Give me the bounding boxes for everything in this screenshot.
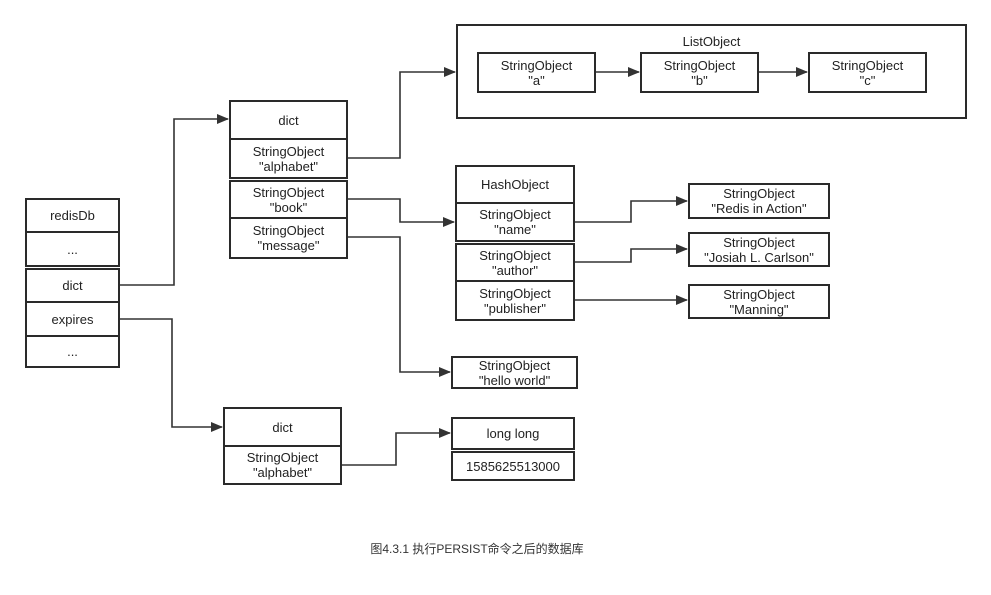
redis-db-title: redisDb bbox=[50, 208, 95, 223]
redis-db-expires-cell: expires bbox=[25, 301, 120, 337]
keyspace-dict-header: dict bbox=[229, 100, 348, 140]
message-value-hello-world: StringObject "hello world" bbox=[451, 356, 578, 389]
hash-object-header: HashObject bbox=[455, 165, 575, 204]
arrow-db-expires-to-expires-dict bbox=[120, 318, 223, 432]
expire-value-timestamp-cell: 1585625513000 bbox=[451, 451, 575, 481]
expires-key-alphabet: StringObject "alphabet" bbox=[223, 445, 342, 485]
hash-field-publisher-value: "publisher" bbox=[484, 300, 546, 316]
hash-value-redis-in-action-value: "Redis in Action" bbox=[711, 201, 807, 216]
key-message-value: "message" bbox=[257, 238, 320, 253]
expires-dict-title: dict bbox=[272, 419, 293, 435]
figure-caption: 图4.3.1 执行PERSIST命令之后的数据库 bbox=[370, 542, 584, 556]
expires-dict-header: dict bbox=[223, 407, 342, 447]
message-value-text: "hello world" bbox=[478, 372, 551, 388]
message-value-type: StringObject bbox=[478, 357, 551, 373]
hash-field-publisher-type: StringObject bbox=[479, 285, 551, 301]
keyspace-dict-title: dict bbox=[278, 112, 299, 128]
redis-db-trailing-ellipsis-cell: ... bbox=[25, 335, 120, 368]
redis-db-dict-cell: dict bbox=[25, 268, 120, 303]
redis-db-ellipsis-cell: ... bbox=[25, 231, 120, 267]
expire-value-type-cell: long long bbox=[451, 417, 575, 450]
list-item-b: StringObject "b" bbox=[640, 52, 759, 93]
key-message: StringObject "message" bbox=[229, 217, 348, 259]
hash-value-redis-in-action-type: StringObject bbox=[723, 186, 795, 201]
hash-value-manning: StringObject "Manning" bbox=[688, 284, 830, 319]
hash-field-name: StringObject "name" bbox=[455, 202, 575, 242]
arrow-db-dict-to-keyspace-dict bbox=[120, 114, 229, 286]
hash-field-publisher: StringObject "publisher" bbox=[455, 280, 575, 321]
hash-value-josiah-carlson-type: StringObject bbox=[723, 234, 795, 250]
redis-db-dict-label: dict bbox=[62, 278, 83, 293]
key-book-type: StringObject bbox=[252, 184, 325, 200]
hash-value-manning-value: "Manning" bbox=[729, 301, 789, 317]
list-item-b-type: StringObject bbox=[663, 57, 736, 73]
list-item-a-type: StringObject bbox=[500, 57, 573, 73]
redis-db-header-cell: redisDb bbox=[25, 198, 120, 233]
list-item-c-type: StringObject bbox=[831, 57, 904, 73]
hash-value-josiah-carlson: StringObject "Josiah L. Carlson" bbox=[688, 232, 830, 267]
list-item-a: StringObject "a" bbox=[477, 52, 596, 93]
list-item-b-value: "b" bbox=[691, 72, 708, 88]
list-item-c-value: "c" bbox=[859, 72, 876, 88]
arrow-alphabet-to-list-object bbox=[348, 67, 456, 159]
arrow-message-to-hello-world bbox=[348, 236, 451, 377]
hash-field-author-value: "author" bbox=[491, 262, 539, 278]
hash-field-author: StringObject "author" bbox=[455, 243, 575, 282]
key-book-value: "book" bbox=[269, 199, 308, 215]
hash-field-author-type: StringObject bbox=[479, 247, 551, 263]
key-alphabet-value: "alphabet" bbox=[258, 158, 319, 174]
arrow-book-to-hash-object bbox=[348, 198, 455, 227]
redis-db-trailing-ellipsis-label: ... bbox=[67, 344, 78, 359]
redis-db-expires-label: expires bbox=[51, 311, 94, 327]
key-book: StringObject "book" bbox=[229, 180, 348, 219]
key-alphabet: StringObject "alphabet" bbox=[229, 138, 348, 179]
key-alphabet-type: StringObject bbox=[252, 143, 325, 159]
expires-key-alphabet-type: StringObject bbox=[246, 450, 319, 465]
hash-object-title: HashObject bbox=[481, 177, 549, 192]
hash-value-redis-in-action: StringObject "Redis in Action" bbox=[688, 183, 830, 219]
expire-value-type: long long bbox=[486, 426, 540, 441]
list-item-a-value: "a" bbox=[528, 72, 545, 88]
arrow-expires-alphabet-to-long-long bbox=[342, 428, 451, 466]
list-item-c: StringObject "c" bbox=[808, 52, 927, 93]
redis-db-ellipsis-label: ... bbox=[67, 241, 78, 257]
list-object-label: ListObject bbox=[682, 34, 741, 49]
hash-field-name-value: "name" bbox=[494, 222, 536, 237]
expires-key-alphabet-value: "alphabet" bbox=[252, 465, 313, 480]
arrow-author-to-josiah-carlson bbox=[575, 244, 688, 263]
arrow-name-to-redis-in-action bbox=[575, 196, 688, 223]
expire-value-timestamp: 1585625513000 bbox=[466, 458, 560, 474]
hash-value-josiah-carlson-value: "Josiah L. Carlson" bbox=[704, 249, 814, 265]
hash-field-name-type: StringObject bbox=[479, 207, 551, 222]
key-message-type: StringObject bbox=[252, 223, 325, 238]
hash-value-manning-type: StringObject bbox=[723, 286, 795, 302]
